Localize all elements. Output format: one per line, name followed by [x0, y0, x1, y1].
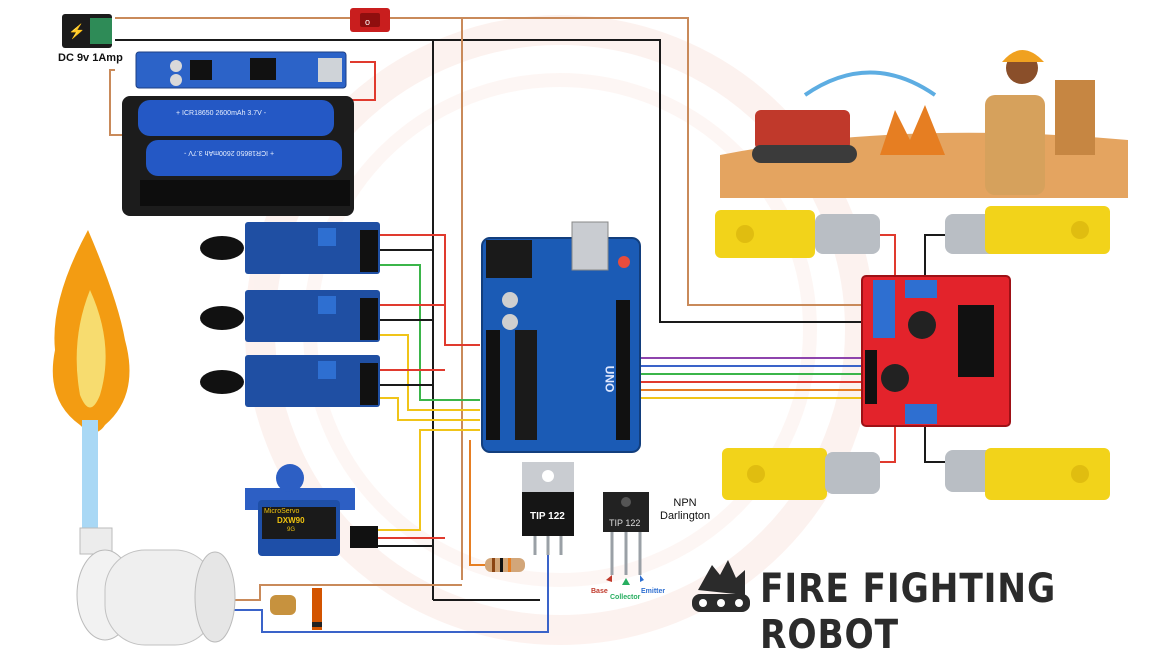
transistor-left-label: TIP 122 [530, 511, 565, 522]
motor-top-left [715, 210, 880, 258]
dc-jack-icon: ⚡ [62, 14, 112, 48]
robot-logo-icon [692, 560, 750, 612]
transistor-caption: NPN Darlington [660, 497, 710, 523]
power-switch-icon[interactable]: o [350, 8, 390, 32]
svg-text:⚡: ⚡ [68, 23, 85, 40]
transistor-right-label: TIP 122 [609, 518, 641, 528]
wiring [109, 17, 945, 633]
water-pump-icon [76, 527, 236, 646]
flame-sensor-icon [200, 222, 380, 407]
transistor-icon [522, 462, 649, 585]
battery-cell-label-top: + ICR18650 2600mAh 3.7V - [176, 110, 267, 117]
servo-sub-label: 9G [287, 527, 296, 533]
servo-motor-icon [245, 464, 378, 556]
pin-emitter-label: Emitter [641, 588, 666, 595]
svg-text:o: o [365, 17, 370, 27]
charger-module-icon [135, 51, 347, 89]
board-label: UNO [602, 365, 617, 393]
transistor-left [522, 462, 574, 555]
capacitor-icon [270, 595, 296, 615]
servo-model-label: DXW90 [277, 516, 305, 525]
motor-top-right [945, 206, 1110, 254]
transistor-caption-line2: Darlington [660, 510, 711, 522]
motor-bottom-left [722, 448, 880, 500]
power-supply-label: DC 9v 1Amp [58, 52, 123, 64]
arduino-uno-icon [481, 221, 641, 453]
firefighter-illustration-icon [720, 50, 1128, 198]
l298n-driver-icon [861, 275, 1011, 427]
servo-brand-label: MicroServo [264, 508, 300, 515]
motor-bottom-right [945, 448, 1110, 500]
transistor-right [603, 492, 649, 585]
battery-holder-icon [122, 96, 354, 216]
flame-sensor-1 [200, 222, 380, 274]
pin-collector-label: Collector [610, 594, 641, 601]
transistor-caption-line1: NPN [673, 497, 697, 509]
gear-motor-icon [715, 206, 1110, 500]
pin-base-label: Base [591, 588, 608, 595]
flame-sensor-2 [200, 290, 380, 342]
page-title: FIRE FIGHTING ROBOT [760, 566, 1057, 658]
flame-sensor-3 [200, 355, 380, 407]
flame-icon [52, 230, 130, 535]
resistor-icon [485, 558, 525, 572]
diode-icon [312, 588, 322, 630]
battery-cell-label-bottom: + ICR18650 2600mAh 3.7V - [184, 149, 275, 156]
